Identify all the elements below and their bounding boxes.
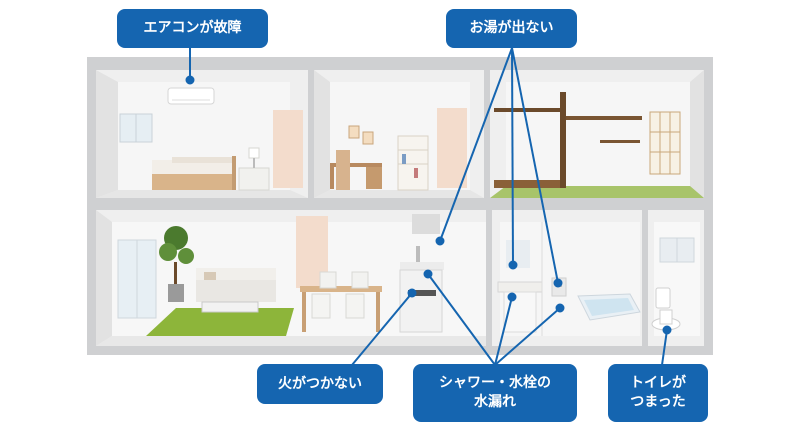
aircon-callout-button[interactable]: エアコンが故障 — [117, 9, 268, 48]
kitchen — [399, 214, 444, 333]
nightstand — [238, 147, 270, 191]
living-room — [96, 210, 486, 346]
air-conditioner-icon — [167, 87, 215, 105]
leak-leader-lines — [423, 269, 565, 366]
leak-callout-button[interactable]: シャワー・水栓の 水漏れ — [413, 364, 577, 422]
shoji-window — [649, 111, 681, 175]
bathtub — [577, 293, 641, 321]
study-desk — [330, 150, 382, 190]
potted-plant — [159, 226, 194, 302]
japanese-room — [490, 70, 704, 198]
fire-callout-button[interactable]: 火がつかない — [257, 364, 383, 404]
fire-callout-label: 火がつかない — [278, 375, 362, 392]
coffee-table — [201, 301, 259, 313]
dining-set — [300, 271, 382, 332]
bedroom — [96, 70, 308, 198]
bedroom-door — [273, 110, 303, 188]
rug — [146, 308, 294, 336]
hot-water-leader-lines — [435, 47, 563, 288]
leak-callout-label-line2: 水漏れ — [474, 394, 516, 410]
study-door — [437, 108, 467, 188]
study-room — [314, 70, 484, 198]
bathroom — [492, 210, 642, 346]
bookshelf — [397, 135, 429, 191]
aircon-leader-line — [185, 48, 195, 85]
sofa — [196, 268, 276, 302]
toilet-callout-button[interactable]: トイレが つまった — [608, 364, 708, 422]
leak-callout-label-line1: シャワー・水栓の — [439, 375, 551, 391]
hot-water-callout-label: お湯が出ない — [469, 20, 554, 36]
aircon-callout-label: エアコンが故障 — [143, 20, 242, 36]
bed — [152, 156, 236, 190]
toilet-callout-label-line1: トイレが — [630, 375, 686, 391]
toilet-room — [648, 210, 704, 346]
glass-door — [117, 239, 157, 319]
toilet-leader-line — [661, 325, 672, 366]
fire-leader-line — [351, 288, 417, 366]
bedroom-window — [119, 113, 153, 143]
hot-water-callout-button[interactable]: お湯が出ない — [446, 9, 577, 48]
toilet-callout-label-line2: つまった — [630, 394, 686, 410]
leader-lines — [185, 47, 672, 366]
toilet-icon — [651, 287, 681, 331]
